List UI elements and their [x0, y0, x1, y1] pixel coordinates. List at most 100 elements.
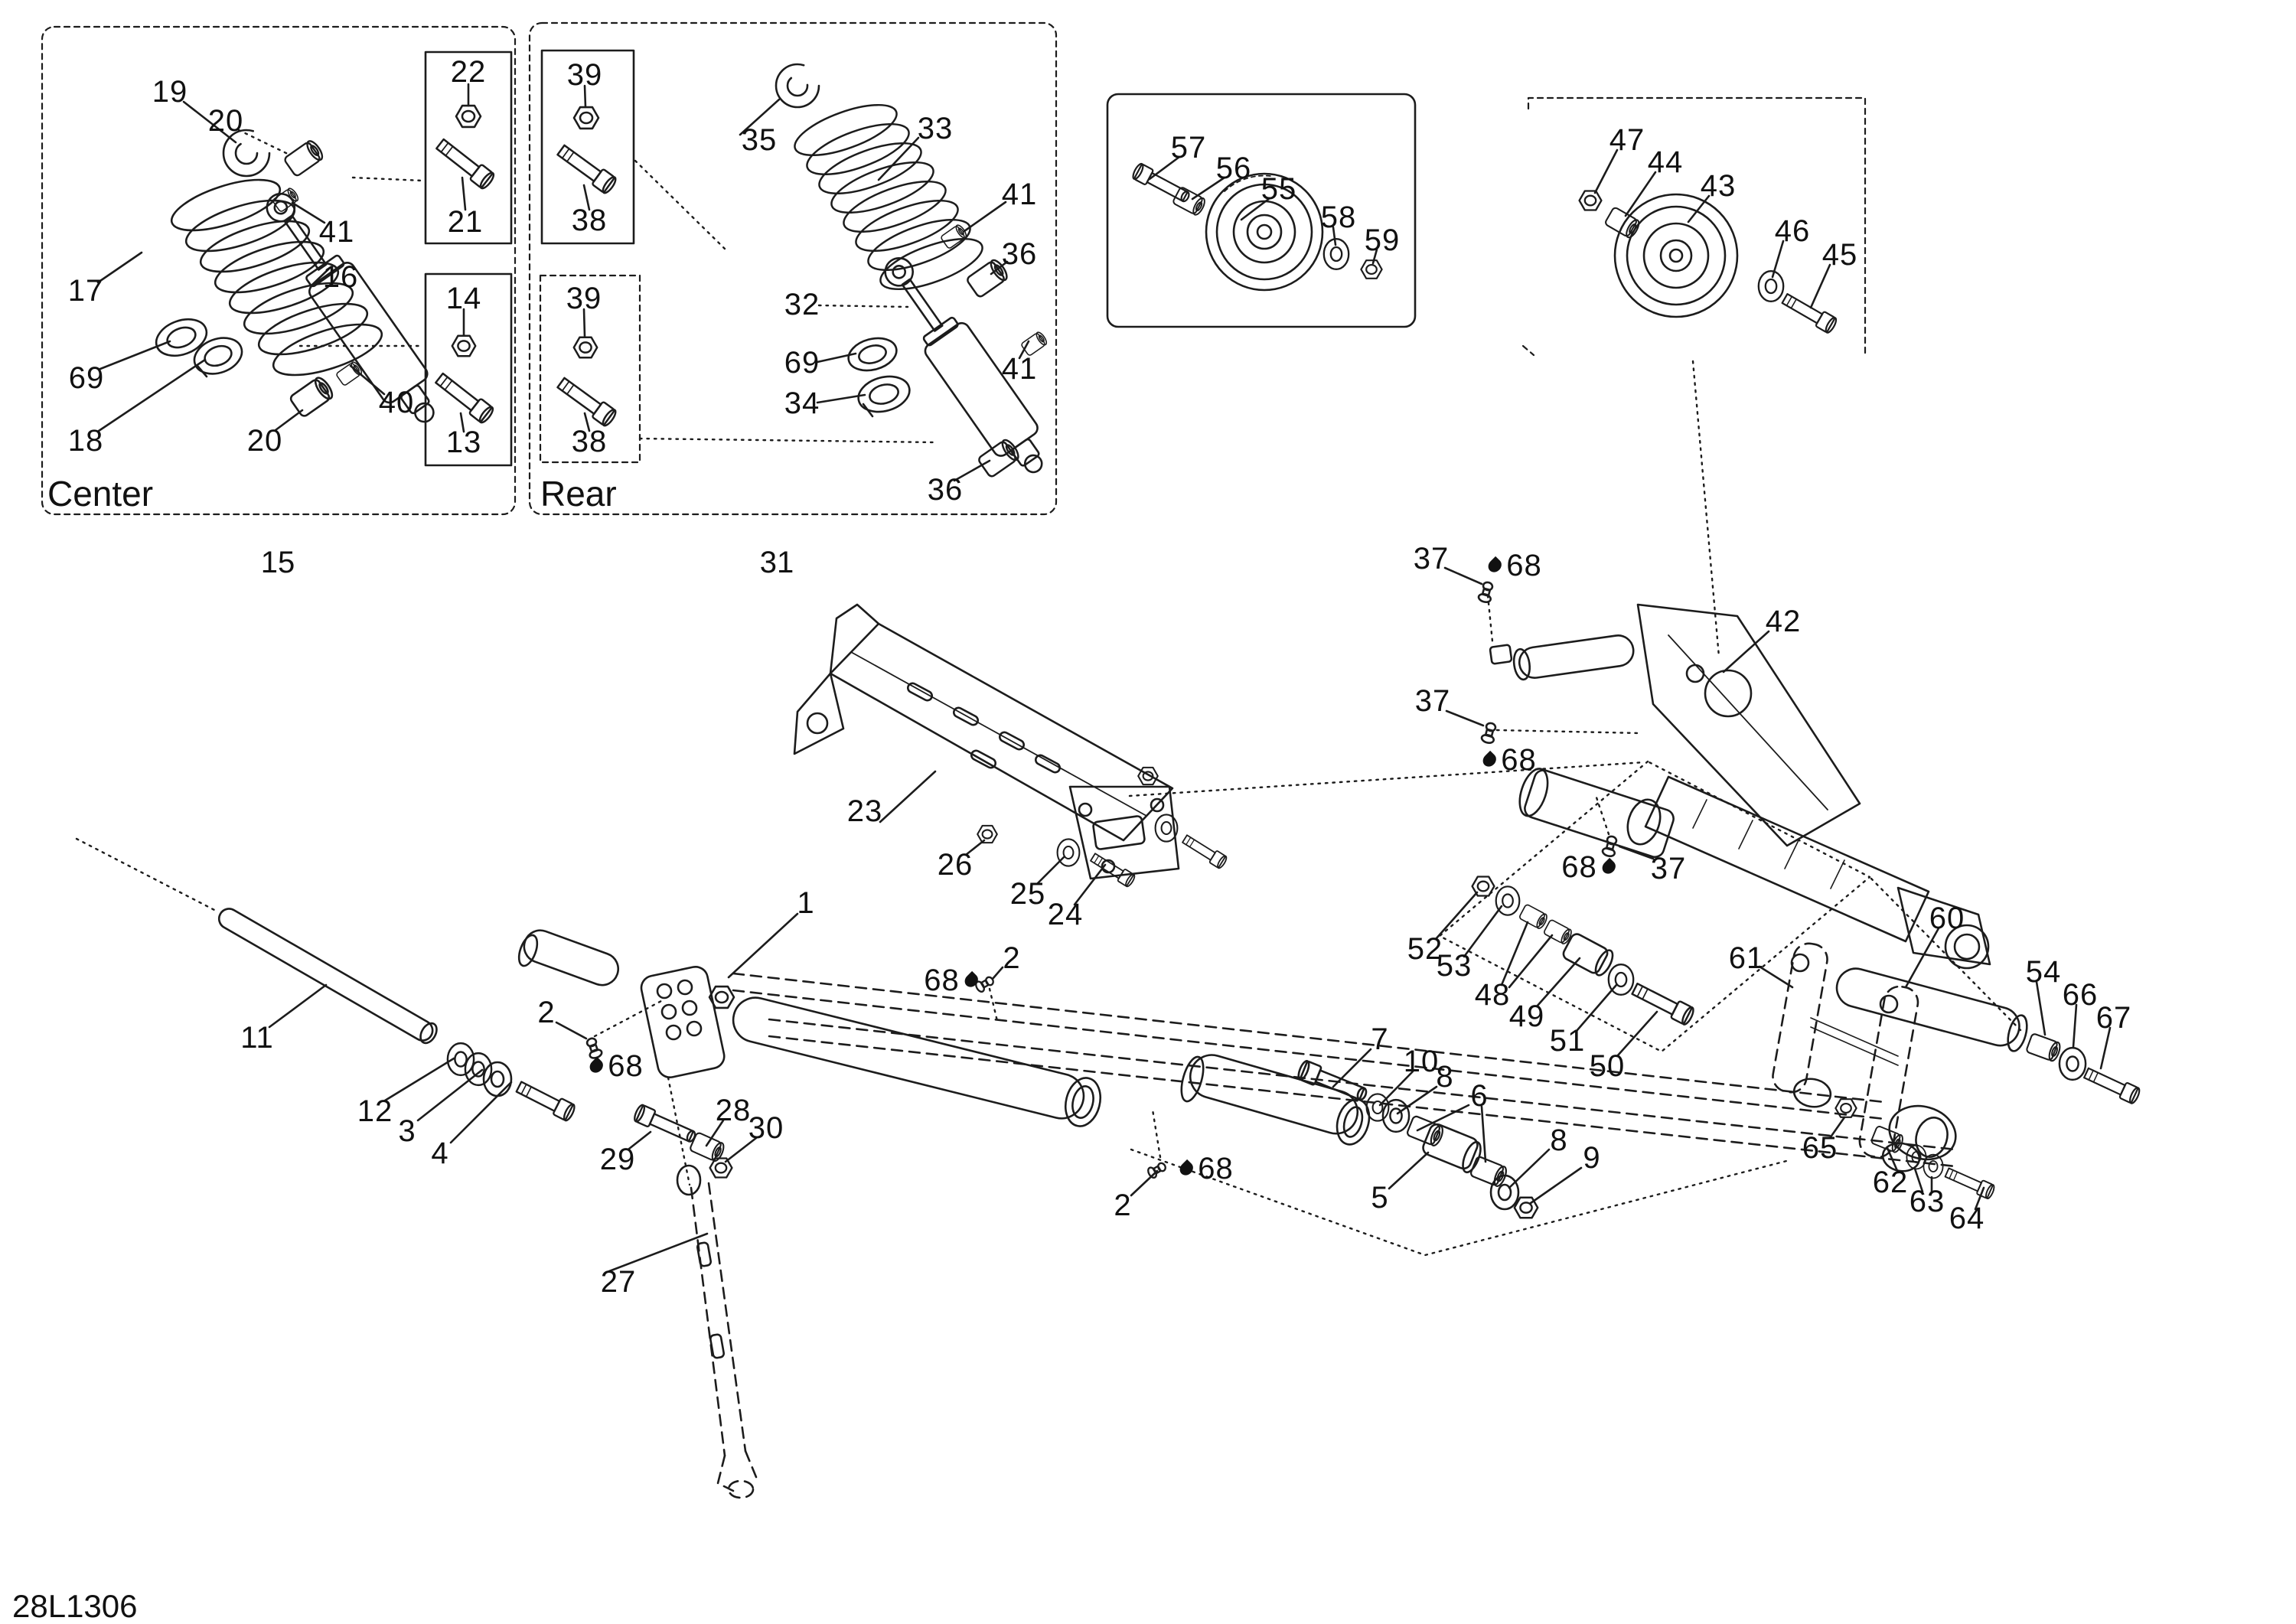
rear-arm-42: [1476, 579, 1991, 970]
connector-lines: [75, 129, 2022, 1257]
callout-46: 46: [1774, 214, 1811, 248]
callout-57: 57: [1170, 131, 1207, 165]
rear-box-label: Rear: [540, 474, 617, 514]
callout-2: 2: [537, 996, 556, 1029]
callout-38: 38: [571, 204, 608, 237]
callout-10: 10: [1403, 1045, 1440, 1078]
callout-41: 41: [1001, 178, 1038, 211]
callout-13: 13: [445, 426, 482, 459]
leader-lines: [96, 83, 2112, 1273]
callout-17: 17: [67, 274, 104, 308]
callout-5: 5: [1371, 1181, 1389, 1215]
rear-shock-assembly: [554, 63, 1049, 479]
callout-48: 48: [1474, 978, 1511, 1012]
callout-54: 54: [2025, 955, 2062, 989]
callout-14: 14: [445, 282, 482, 315]
drawing-code: 28L1306: [12, 1588, 138, 1624]
callout-53: 53: [1436, 949, 1473, 983]
callout-36: 36: [927, 473, 964, 507]
torque-rod-11: [217, 908, 578, 1123]
center-spring-seat: [155, 318, 243, 378]
center-shock-assembly: [155, 104, 497, 426]
oil-drop-icon: [1486, 556, 1505, 576]
callout-61: 61: [1728, 941, 1765, 975]
callout-68: 68: [1486, 550, 1542, 581]
callout-26: 26: [937, 848, 974, 882]
oil-drop-icon: [1480, 750, 1499, 770]
callout-6: 6: [1470, 1079, 1489, 1113]
rear-idler-parts: [1578, 190, 1839, 335]
callout-24: 24: [1047, 898, 1084, 931]
callout-38: 38: [571, 425, 608, 458]
callout-42: 42: [1765, 605, 1802, 638]
callout-68: 68: [924, 965, 980, 996]
callout-43: 43: [1700, 169, 1737, 203]
callout-59: 59: [1364, 223, 1401, 257]
callout-67: 67: [2095, 1001, 2132, 1035]
center-box-label: Center: [47, 474, 154, 514]
callout-41: 41: [1001, 352, 1038, 386]
callout-49: 49: [1508, 1000, 1545, 1033]
callout-8: 8: [1550, 1123, 1568, 1157]
callout-65: 65: [1802, 1131, 1838, 1165]
callout-56: 56: [1215, 152, 1252, 185]
callout-55: 55: [1261, 172, 1297, 206]
callout-64: 64: [1949, 1202, 1985, 1235]
callout-47: 47: [1609, 123, 1645, 157]
callout-68: 68: [1561, 852, 1618, 882]
oil-drop-icon: [587, 1056, 606, 1076]
callout-7: 7: [1371, 1022, 1389, 1056]
callout-37: 37: [1413, 542, 1450, 576]
front-arm-frame-23: [793, 603, 1229, 889]
callout-69: 69: [68, 361, 105, 395]
callout-50: 50: [1589, 1049, 1626, 1083]
callout-51: 51: [1549, 1024, 1586, 1058]
callout-29: 29: [599, 1143, 636, 1176]
callout-9: 9: [1583, 1141, 1601, 1175]
callout-40: 40: [378, 386, 415, 419]
callout-45: 45: [1821, 238, 1858, 272]
callout-25: 25: [1009, 877, 1046, 911]
inset-box-frames: [41, 21, 1867, 516]
callout-66: 66: [2062, 978, 2099, 1012]
callout-19: 19: [152, 75, 188, 109]
callout-62: 62: [1872, 1166, 1909, 1199]
callout-37: 37: [1414, 684, 1451, 718]
callout-21: 21: [447, 205, 484, 239]
callout-36: 36: [1001, 237, 1038, 271]
callout-39: 39: [566, 58, 603, 92]
callout-20: 20: [246, 424, 283, 458]
callout-11: 11: [240, 1021, 274, 1055]
link-61-assembly: [1772, 942, 2142, 1201]
callout-3: 3: [398, 1114, 416, 1148]
callout-20: 20: [207, 104, 244, 138]
callout-33: 33: [917, 112, 954, 145]
pivot-hardware-48-53: [1471, 876, 1697, 1027]
callout-35: 35: [741, 123, 778, 157]
callout-2: 2: [1114, 1189, 1132, 1222]
callout-39: 39: [566, 282, 602, 315]
callout-44: 44: [1647, 145, 1684, 179]
callout-27: 27: [600, 1265, 637, 1299]
callout-1: 1: [797, 886, 815, 920]
callout-22: 22: [450, 55, 487, 89]
callout-60: 60: [1929, 902, 1965, 935]
limiter-strap-27: [676, 1164, 758, 1499]
callout-30: 30: [748, 1111, 784, 1145]
callout-68: 68: [1480, 745, 1537, 775]
callout-8: 8: [1436, 1060, 1454, 1094]
callout-58: 58: [1320, 201, 1357, 234]
callout-68: 68: [587, 1051, 644, 1081]
callout-52: 52: [1407, 932, 1443, 966]
callout-69: 69: [784, 346, 820, 380]
callout-2: 2: [1003, 941, 1021, 975]
callout-4: 4: [431, 1136, 449, 1170]
callout-18: 18: [67, 424, 104, 458]
lower-mount-hardware: [1295, 1058, 1539, 1219]
rear-spring: [788, 93, 990, 301]
pivot-arm-assembly: [517, 929, 1957, 1180]
callout-23: 23: [846, 794, 883, 828]
rear-box-ref-number: 31: [759, 546, 794, 579]
oil-drop-icon: [1177, 1159, 1196, 1179]
